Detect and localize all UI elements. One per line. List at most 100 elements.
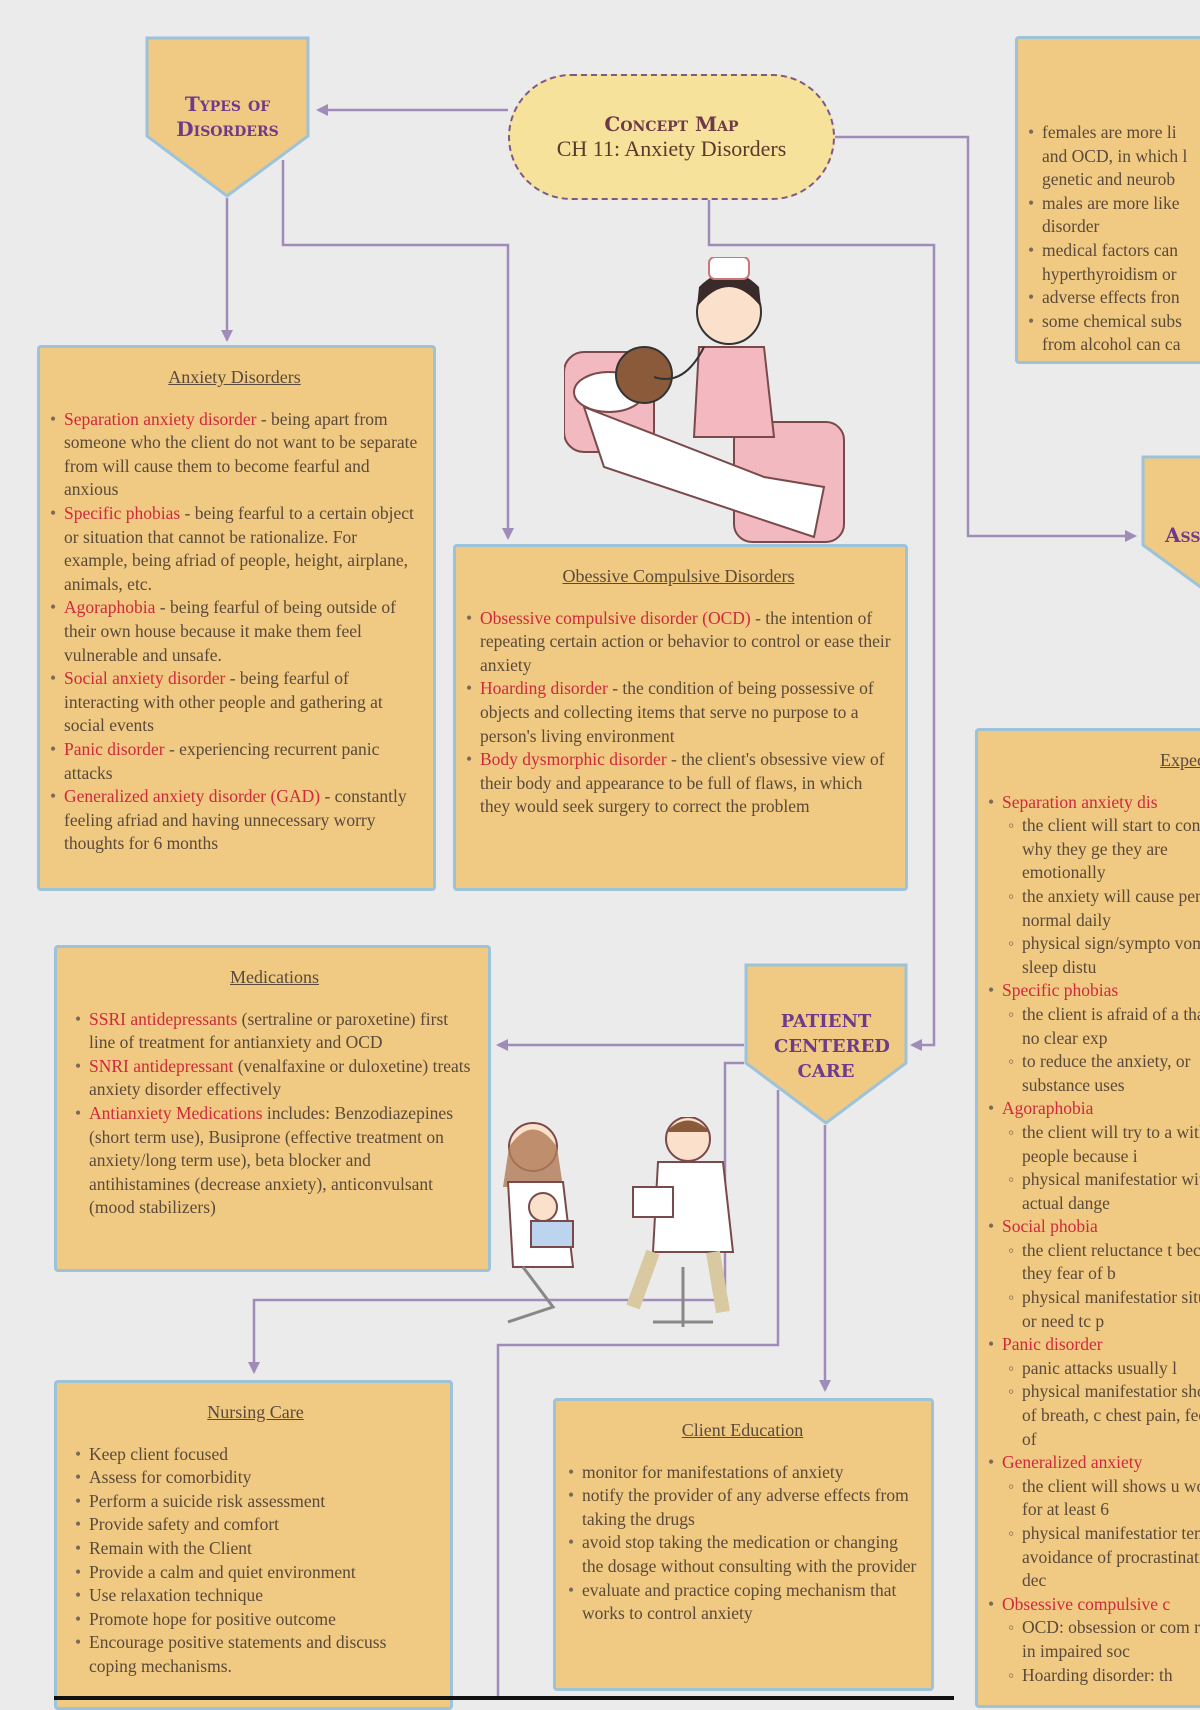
medications-box: MedicationsSSRI antidepressants (sertral… xyxy=(54,945,491,1272)
list-item: genetic and neurob xyxy=(1042,169,1176,190)
types-of-disorders-node: Types of Disorders xyxy=(145,36,310,198)
list-item: to reduce the anxiety, or substance uses xyxy=(988,1050,1200,1097)
nurse-patient-illustration xyxy=(564,257,845,543)
title-line1: Concept Map xyxy=(604,112,739,136)
expected-findings-box: ExpecSeparation anxiety disthe client wi… xyxy=(975,728,1200,1708)
list-item: Agoraphobia - being fearful of being out… xyxy=(50,596,419,667)
term: SSRI antidepressants xyxy=(89,1008,238,1029)
list-item: Specific phobias - being fearful to a ce… xyxy=(50,502,419,596)
definition: (venalfaxine or duloxetine) treats anxie… xyxy=(89,1055,471,1100)
connector-title-to-patient xyxy=(707,200,936,1047)
term: Social anxiety disorder xyxy=(64,668,226,689)
term: Generalized anxiety disorder (GAD) xyxy=(64,786,321,807)
medications-heading: Medications xyxy=(230,967,319,987)
list-item: physical manifestatior with the actual d… xyxy=(988,1168,1200,1215)
term: Agoraphobia xyxy=(64,597,156,618)
definition: - the intention of repeating certain act… xyxy=(480,607,891,675)
title-line2: CH 11: Anxiety Disorders xyxy=(556,136,787,161)
client-education-box: Client Educationmonitor for manifestatio… xyxy=(553,1398,934,1691)
nursing-care-box: Nursing CareKeep client focusedAssess fo… xyxy=(54,1380,453,1710)
definition: includes: Benzodiazepines (short term us… xyxy=(89,1102,454,1218)
list-item: hyperthyroidism or xyxy=(1042,263,1177,284)
list-item: Generalized anxiety disorder (GAD) - con… xyxy=(50,785,419,856)
list-item: Hoarding disorder: th xyxy=(988,1664,1200,1688)
definition: - being fearful to a certain object or s… xyxy=(64,502,414,594)
types-label: Types of Disorders xyxy=(176,92,279,141)
nursing-heading: Nursing Care xyxy=(207,1402,304,1422)
assess-label: Ass xyxy=(1165,523,1200,547)
list-item: the client reluctance t because they fea… xyxy=(988,1239,1200,1286)
list-item: disorder xyxy=(1042,216,1100,237)
list-item: the client will shows u worrying for at … xyxy=(988,1475,1200,1522)
patient-centered-care-node: PATIENT CENTERED CARE xyxy=(744,963,908,1125)
list-item: the client will start to concerns why th… xyxy=(988,814,1200,885)
list-item: physical manifestatior situation or need… xyxy=(988,1286,1200,1333)
list-item: physical manifestatior shortness of brea… xyxy=(988,1380,1200,1451)
definition: - the condition of being possessive of o… xyxy=(480,678,874,746)
definition: (sertraline or paroxetine) first line of… xyxy=(89,1008,449,1053)
concept-map-title: Concept Map CH 11: Anxiety Disorders xyxy=(508,74,835,200)
list-item: Assess for comorbidity xyxy=(75,1466,436,1490)
term: Obsessive compulsive disorder (OCD) xyxy=(480,607,751,628)
definition: - being fearful of interacting with othe… xyxy=(64,668,383,736)
list-item: Panic disorder xyxy=(988,1333,1198,1357)
connector-title-to-assess xyxy=(835,135,1135,538)
list-item: Generalized anxiety xyxy=(988,1451,1198,1475)
definition: - the client's obsessive view of their b… xyxy=(480,749,885,817)
list-item: Keep client focused xyxy=(75,1443,436,1467)
term: Antianxiety Medications xyxy=(89,1102,263,1123)
expected-heading: Expec xyxy=(1160,750,1200,770)
list-item: physical manifestatior tension, avoidanc… xyxy=(988,1522,1200,1593)
definition: - experiencing recurrent panic attacks xyxy=(64,738,380,783)
list-item: Provide a calm and quiet environment xyxy=(75,1561,436,1585)
list-item: medical factors can xyxy=(1028,239,1198,263)
list-item: Remain with the Client xyxy=(75,1537,436,1561)
definition: - constantly feeling afriad and having u… xyxy=(64,786,407,854)
list-item: Encourage positive statements and discus… xyxy=(75,1631,436,1678)
connector-types-to-ocd xyxy=(281,160,510,538)
list-item: physical sign/sympto vomitting, sleep di… xyxy=(988,932,1200,979)
anxiety-heading: Anxiety Disorders xyxy=(168,367,301,387)
list-item: from alcohol can ca xyxy=(1042,334,1181,355)
list-item: Use relaxation technique xyxy=(75,1584,436,1608)
list-item: panic attacks usually l xyxy=(988,1357,1200,1381)
list-item: some chemical subs xyxy=(1028,310,1198,334)
list-item: Perform a suicide risk assessment xyxy=(75,1490,436,1514)
list-item: Panic disorder - experiencing recurrent … xyxy=(50,738,419,785)
list-item: Obsessive compulsive disorder (OCD) - th… xyxy=(466,607,891,678)
list-item: Antianxiety Medications includes: Benzod… xyxy=(75,1102,474,1220)
list-item: monitor for manifestations of anxiety xyxy=(568,1461,917,1485)
list-item: Promote hope for positive outcome xyxy=(75,1608,436,1632)
list-item: females are more li xyxy=(1028,121,1198,145)
list-item: Obsessive compulsive c xyxy=(988,1593,1198,1617)
list-item: Specific phobias xyxy=(988,979,1198,1003)
list-item: Separation anxiety disorder - being apar… xyxy=(50,408,419,502)
assessment-node: Ass xyxy=(1141,455,1200,602)
list-item: Provide safety and comfort xyxy=(75,1513,436,1537)
list-item: SNRI antidepressant (venalfaxine or dulo… xyxy=(75,1055,474,1102)
term: Specific phobias xyxy=(64,502,181,523)
anxiety-disorders-box: Anxiety DisordersSeparation anxiety diso… xyxy=(37,345,436,891)
list-item: Body dysmorphic disorder - the client's … xyxy=(466,748,891,819)
list-item: the client is afraid of a that have no c… xyxy=(988,1003,1200,1050)
list-item: OCD: obsession or com result in impaired… xyxy=(988,1616,1200,1663)
list-item: notify the provider of any adverse effec… xyxy=(568,1484,917,1531)
bottom-edge xyxy=(54,1696,954,1700)
term: Panic disorder xyxy=(64,738,165,759)
list-item: Separation anxiety dis xyxy=(988,791,1198,815)
doctor-mother-illustration xyxy=(503,1117,735,1327)
definition: - being fearful of being outside of thei… xyxy=(64,597,396,665)
list-item: Social phobia xyxy=(988,1215,1198,1239)
list-item: SSRI antidepressants (sertraline or paro… xyxy=(75,1008,474,1055)
list-item: the client will try to a with people bec… xyxy=(988,1121,1200,1168)
term: Separation anxiety disorder xyxy=(64,408,257,429)
term: Hoarding disorder xyxy=(480,678,608,699)
term: Body dysmorphic disorder xyxy=(480,749,667,770)
list-item: and OCD, in which l xyxy=(1042,145,1188,166)
list-item: Agoraphobia xyxy=(988,1097,1198,1121)
ocd-box: Obessive Compulsive DisordersObsessive c… xyxy=(453,544,908,891)
connector-patient-down xyxy=(496,1090,780,1700)
patient-label: PATIENT CENTERED CARE xyxy=(774,1011,890,1082)
